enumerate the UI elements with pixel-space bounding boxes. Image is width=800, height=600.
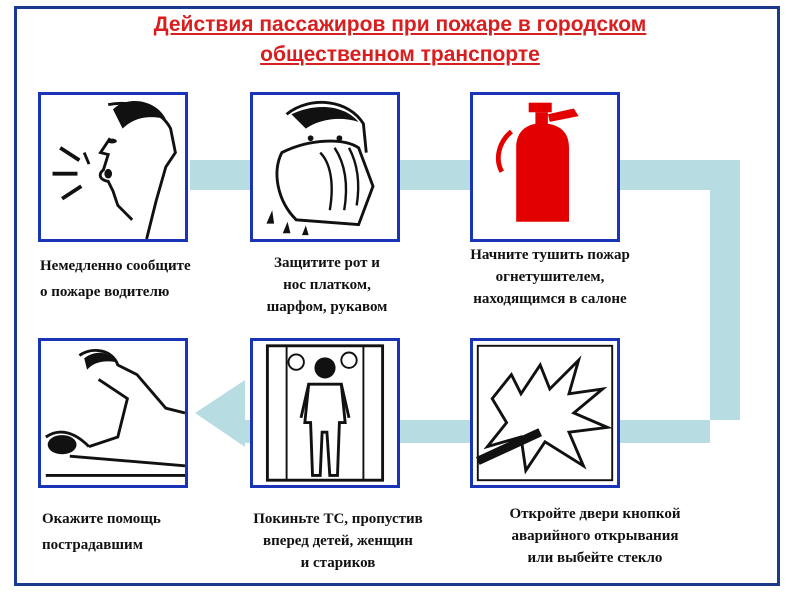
step-2-caption: Защитите рот и нос платком, шарфом, рука… [232, 252, 422, 318]
caption-line: вперед детей, женщин [263, 533, 413, 549]
step-3-panel [470, 92, 620, 242]
caption-line: шарфом, рукавом [266, 299, 388, 315]
caption-line: или выбейте стекло [527, 550, 663, 566]
first-aid-icon [45, 348, 185, 477]
page-title: Действия пассажиров при пожаре в городск… [0, 10, 800, 70]
step-4-panel [470, 338, 620, 488]
caption-line: Окажите помощь [42, 511, 161, 527]
step-6-caption: Окажите помощь пострадавшим [42, 508, 222, 556]
caption-line: о пожаре водителю [40, 284, 170, 300]
title-line-1: Действия пассажиров при пожаре в городск… [153, 13, 647, 36]
step-1-panel [38, 92, 188, 242]
step-2-panel [250, 92, 400, 242]
fire-extinguisher-icon [496, 102, 579, 222]
step-3-caption: Начните тушить пожар огнетушителем, нахо… [430, 244, 670, 310]
caption-line: пострадавшим [42, 537, 143, 553]
caption-line: и стариков [300, 555, 376, 571]
caption-line: находящимся в салоне [473, 291, 627, 307]
caption-line: огнетушителем, [495, 269, 605, 285]
break-glass-icon [475, 344, 614, 482]
shouting-man-icon [52, 101, 177, 239]
caption-line: Покиньте ТС, пропустив [253, 511, 423, 527]
exit-door-icon [265, 344, 385, 482]
step-5-caption: Покиньте ТС, пропустив вперед детей, жен… [218, 508, 458, 574]
step-4-caption: Откройте двери кнопкой аварийного открыв… [470, 503, 720, 569]
cover-mouth-icon [266, 100, 375, 236]
title-line-2: общественном транспорте [260, 43, 540, 66]
caption-line: аварийного открывания [511, 528, 679, 544]
step-5-panel [250, 338, 400, 488]
step-6-panel [38, 338, 188, 488]
caption-line: Начните тушить пожар [470, 247, 630, 263]
caption-line: Немедленно сообщите [40, 258, 191, 274]
caption-line: Откройте двери кнопкой [509, 506, 681, 522]
step-1-caption: Немедленно сообщите о пожаре водителю [40, 255, 240, 303]
caption-line: Защитите рот и [274, 255, 380, 271]
caption-line: нос платком, [283, 277, 371, 293]
